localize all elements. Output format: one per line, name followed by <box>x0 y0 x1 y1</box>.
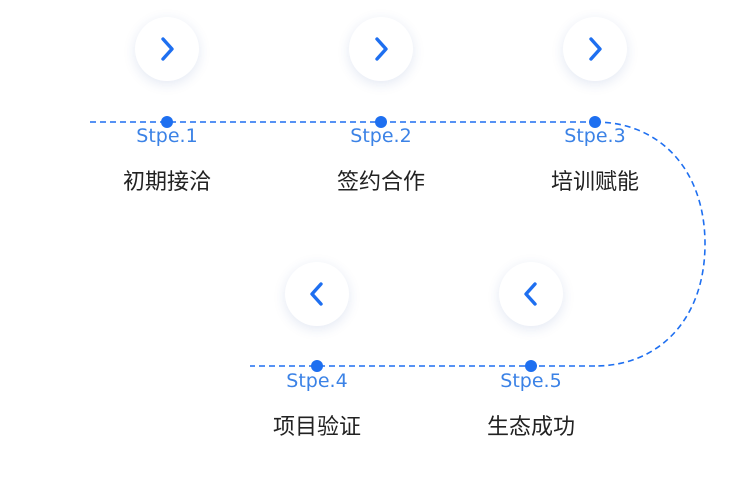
chevron-left-icon <box>310 282 323 306</box>
chevron-right-icon <box>375 37 388 61</box>
step-4-number: Stpe.4 <box>286 370 348 392</box>
step-2-dot <box>375 116 387 128</box>
step-4-prev-button[interactable] <box>285 262 349 326</box>
step-2-next-button[interactable] <box>349 17 413 81</box>
step-1-dot <box>161 116 173 128</box>
track-curve <box>594 121 706 367</box>
step-3-dot <box>589 116 601 128</box>
step-1-next-button[interactable] <box>135 17 199 81</box>
step-5-title: 生态成功 <box>486 415 575 440</box>
chevron-right-icon <box>589 37 602 61</box>
step-5-number: Stpe.5 <box>500 370 562 392</box>
step-2-number: Stpe.2 <box>350 125 412 147</box>
step-3-title: 培训赋能 <box>550 170 639 195</box>
chevron-right-icon <box>161 37 174 61</box>
step-5-prev-button[interactable] <box>499 262 563 326</box>
step-2-title: 签约合作 <box>336 170 425 195</box>
step-4-title: 项目验证 <box>272 415 361 440</box>
step-3-number: Stpe.3 <box>564 125 626 147</box>
step-5-dot <box>525 360 537 372</box>
step-4-dot <box>311 360 323 372</box>
step-3-next-button[interactable] <box>563 17 627 81</box>
step-1-title: 初期接洽 <box>122 170 211 195</box>
chevron-left-icon <box>524 282 537 306</box>
step-1-number: Stpe.1 <box>136 125 198 147</box>
